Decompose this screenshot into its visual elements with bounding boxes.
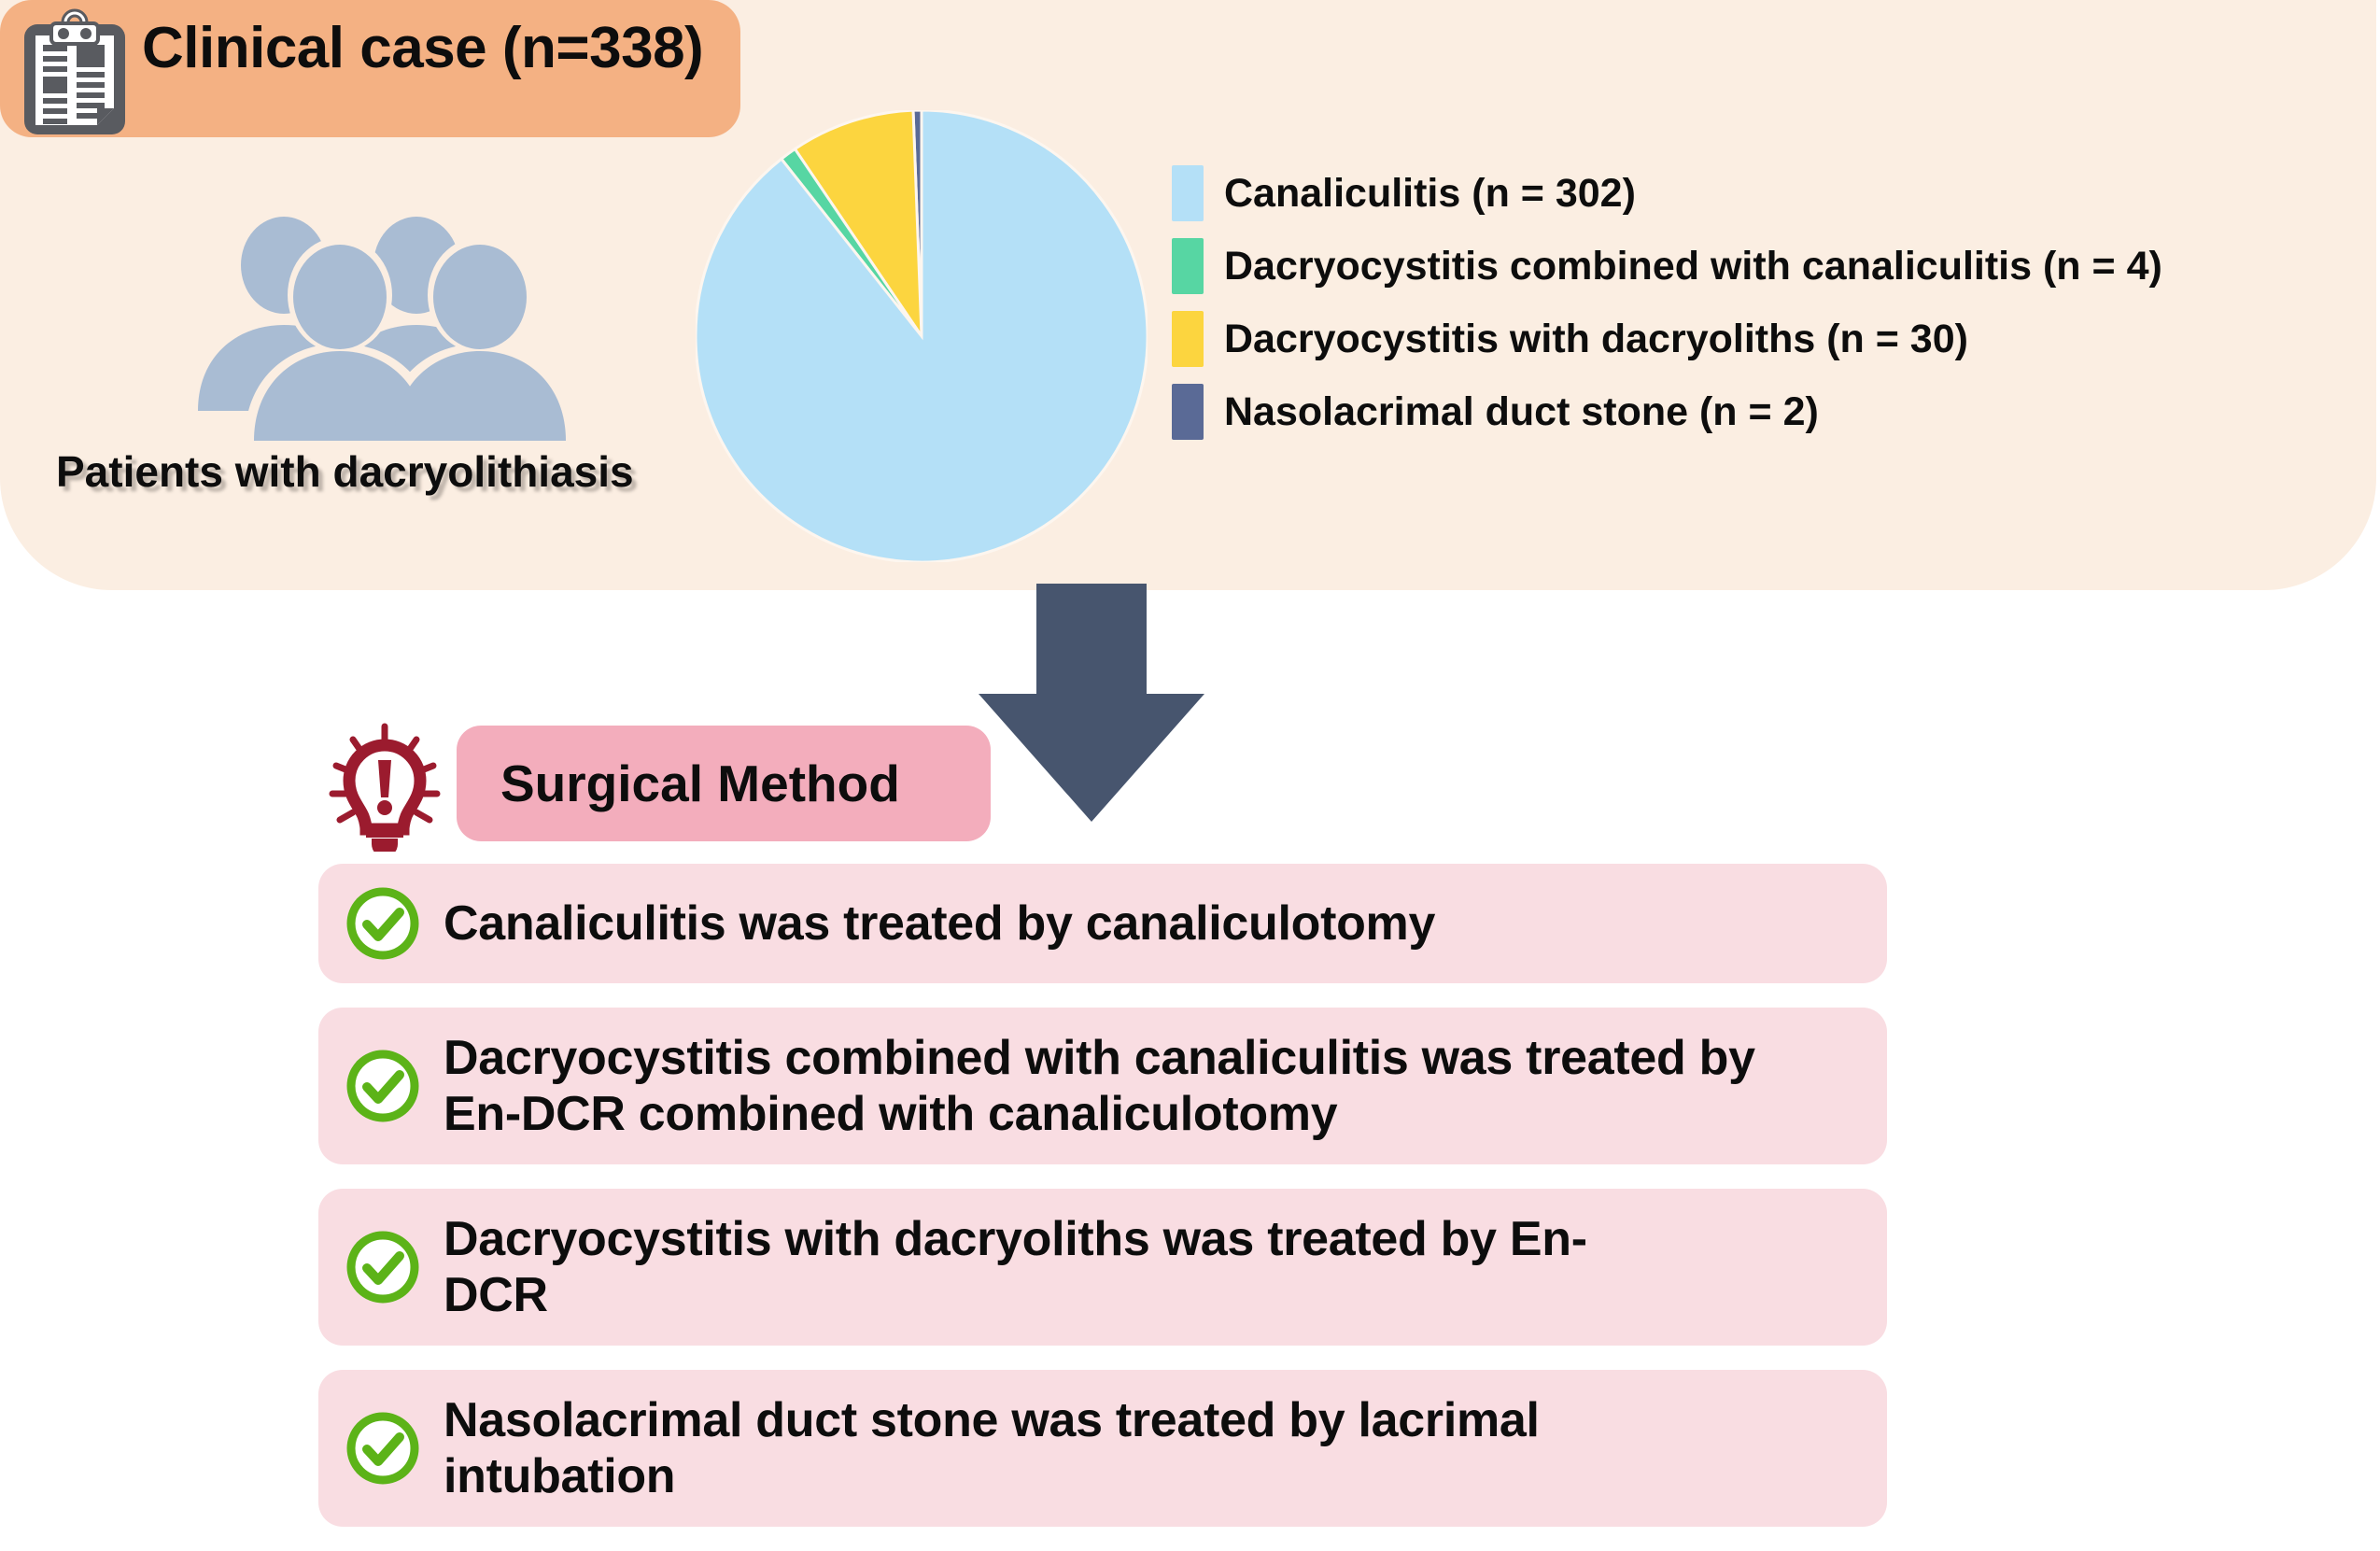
method-card: Canaliculitis was treated by canaliculot… xyxy=(318,864,1887,983)
legend-swatch-dacryocystitis-combined xyxy=(1172,238,1204,294)
diagnosis-pie-chart xyxy=(696,110,1148,562)
surgical-method-badge: Surgical Method xyxy=(457,726,991,841)
pie-slice xyxy=(793,110,923,342)
method-text: Nasolacrimal duct stone was treated by l… xyxy=(444,1392,1540,1503)
down-arrow-icon xyxy=(979,584,1204,822)
surgical-method-label: Surgical Method xyxy=(500,754,900,812)
legend-swatch-dacryoliths xyxy=(1172,311,1204,367)
check-circle-icon xyxy=(346,1050,419,1122)
legend-item: Canaliculitis (n = 302) xyxy=(1172,157,2376,230)
clinical-case-panel: Clinical case (n=338) Patients with dacr… xyxy=(0,0,2376,590)
people-group-icon xyxy=(198,217,575,441)
method-card: Dacryocystitis with dacryoliths was trea… xyxy=(318,1189,1887,1346)
legend-label: Dacryocystitis combined with canaliculit… xyxy=(1224,243,2162,289)
method-text: Dacryocystitis with dacryoliths was trea… xyxy=(444,1211,1587,1322)
check-circle-icon xyxy=(346,1412,419,1485)
method-card: Nasolacrimal duct stone was treated by l… xyxy=(318,1370,1887,1527)
legend-swatch-nasolacrimal xyxy=(1172,384,1204,440)
pie-legend: Canaliculitis (n = 302) Dacryocystitis c… xyxy=(1172,157,2376,448)
legend-label: Nasolacrimal duct stone (n = 2) xyxy=(1224,388,1819,434)
check-circle-icon xyxy=(346,1231,419,1304)
legend-item: Dacryocystitis combined with canaliculit… xyxy=(1172,230,2376,303)
legend-item: Nasolacrimal duct stone (n = 2) xyxy=(1172,375,2376,448)
check-circle-icon xyxy=(346,887,419,960)
legend-label: Dacryocystitis with dacryoliths (n = 30) xyxy=(1224,316,1968,361)
page-title: Clinical case (n=338) xyxy=(142,16,704,80)
legend-item: Dacryocystitis with dacryoliths (n = 30) xyxy=(1172,303,2376,375)
pie-slice xyxy=(696,110,1148,562)
clipboard-icon xyxy=(24,8,125,134)
legend-swatch-canaliculitis xyxy=(1172,165,1204,221)
legend-label: Canaliculitis (n = 302) xyxy=(1224,170,1636,216)
patients-caption: Patients with dacryolithiasis xyxy=(56,447,634,496)
method-card: Dacryocystitis combined with canaliculit… xyxy=(318,1008,1887,1164)
surgical-method-list: Canaliculitis was treated by canaliculot… xyxy=(318,864,1887,1551)
method-text: Dacryocystitis combined with canaliculit… xyxy=(444,1030,1755,1141)
method-text: Canaliculitis was treated by canaliculot… xyxy=(444,895,1436,951)
lightbulb-alert-icon xyxy=(329,723,441,852)
